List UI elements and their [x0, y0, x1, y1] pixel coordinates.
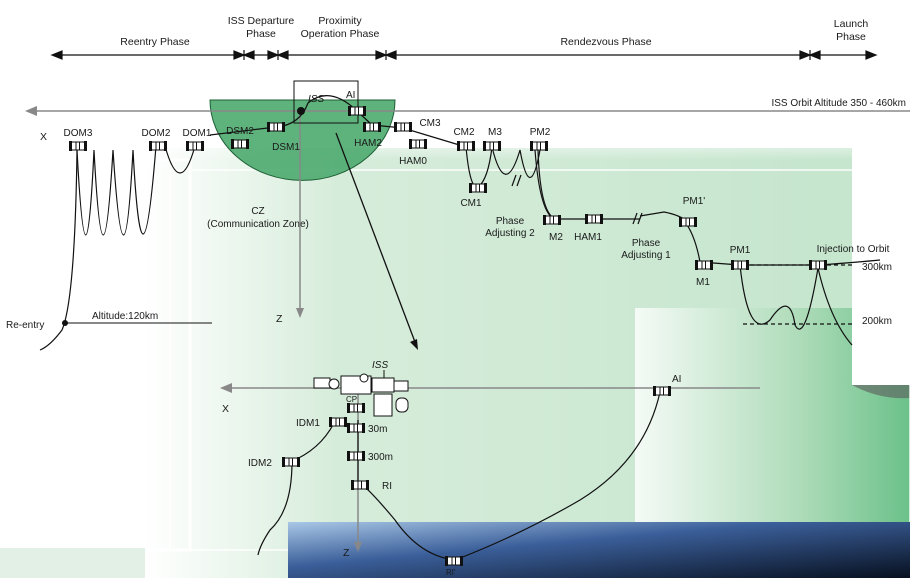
spacecraft-injection — [808, 259, 828, 271]
spacecraft-dsm2 — [230, 138, 250, 150]
label-ham1: HAM1 — [574, 232, 602, 243]
iss-region-box — [293, 80, 359, 124]
launch-phase-label-line2: Phase — [836, 31, 866, 43]
iss-label: ISS — [308, 94, 324, 105]
proximity-phase-label-line1: Proximity — [318, 15, 362, 27]
departure-phase-label-line2: Phase — [246, 28, 276, 40]
spacecraft-ham1 — [584, 213, 604, 225]
spacecraft-dom3 — [68, 140, 88, 152]
label-pm2: PM2 — [530, 127, 551, 138]
spacecraft-inset-ri — [350, 479, 370, 491]
iss-orbit: ISS Orbit Altitude 350 - 460km — [25, 98, 910, 116]
spacecraft-inset-idm2 — [281, 456, 301, 468]
spacecraft-ai — [347, 105, 367, 117]
label-dom3: DOM3 — [64, 128, 93, 139]
spacecraft-dom2 — [148, 140, 168, 152]
spacecraft-cm3 — [393, 121, 413, 133]
spacecraft-cm1 — [468, 182, 488, 194]
altitude-120km-label: Altitude:120km — [92, 311, 158, 322]
phase-adjusting-2-line2: Adjusting 2 — [485, 228, 535, 239]
label-m2: M2 — [549, 232, 563, 243]
label-cm3: CM3 — [419, 118, 441, 129]
spacecraft-pm2 — [529, 140, 549, 152]
spacecraft-ham0 — [408, 138, 428, 150]
communication-zone — [209, 99, 396, 181]
label-cm1: CM1 — [460, 198, 482, 209]
label-ham2: HAM2 — [354, 138, 382, 149]
label-pm1-prime: PM1' — [683, 196, 706, 207]
label-dom1: DOM1 — [183, 128, 212, 139]
inset-iss-label: ISS — [372, 360, 388, 371]
inset-30m-label: 30m — [368, 424, 387, 435]
zoom-arrow — [335, 132, 416, 343]
spacecraft-inset-ai — [652, 385, 672, 397]
spacecraft-inset-ri-prime — [444, 555, 464, 567]
iss-structure — [313, 370, 409, 417]
break-marks — [511, 174, 643, 225]
z-axis — [296, 111, 304, 318]
injection-label: Injection to Orbit — [817, 244, 890, 255]
spacecraft-m3 — [482, 140, 502, 152]
label-m3: M3 — [488, 127, 502, 138]
inset-cp-label: CP — [346, 395, 357, 404]
label-dom2: DOM2 — [142, 128, 171, 139]
maneuver-labels: DOM3 DOM2 DOM1 DSM2 DSM1 HAM2 CM3 HAM0 C… — [64, 118, 890, 288]
z-axis-label: Z — [276, 313, 283, 325]
reentry-phase-label: Reentry Phase — [120, 36, 190, 48]
launch-phase-label-line1: Launch — [834, 18, 869, 30]
x-axis-label: X — [40, 131, 47, 143]
spacecraft-pm1-prime — [678, 216, 698, 228]
altitude-300km-label: 300km — [862, 262, 892, 273]
proximity-inset: X Z ISS AI CP IDM1 — [220, 360, 760, 577]
label-cm2: CM2 — [453, 127, 475, 138]
inset-z-axis-label: Z — [343, 547, 350, 559]
spacecraft-m1 — [694, 259, 714, 271]
spacecraft-dom1 — [185, 140, 205, 152]
phase-header: Reentry Phase ISS Departure Phase Proxim… — [50, 15, 878, 60]
label-pm1: PM1 — [730, 245, 751, 256]
reentry-point — [62, 320, 68, 326]
inset-ai-label: AI — [672, 374, 681, 385]
comm-zone-label-line1: CZ — [251, 206, 264, 217]
comm-zone-label-line2: (Communication Zone) — [207, 219, 309, 230]
spacecraft-pm1 — [730, 259, 750, 271]
phase-adjusting-2-line1: Phase — [496, 216, 525, 227]
spacecraft-ham2 — [362, 121, 382, 133]
phase-adjusting-1-line2: Adjusting 1 — [621, 250, 671, 261]
spacecraft-cm2 — [456, 140, 476, 152]
spacecraft-inset-cp — [346, 402, 366, 414]
spacecraft-m2 — [542, 214, 562, 226]
inset-ri-prime-label: RI' — [446, 568, 456, 577]
ai-label: AI — [346, 90, 355, 101]
inset-idm1-label: IDM1 — [296, 418, 320, 429]
phase-adjusting-1-line1: Phase — [632, 238, 661, 249]
spacecraft-inset-300m — [346, 450, 366, 462]
proximity-phase-label-line2: Operation Phase — [301, 28, 380, 40]
label-ham0: HAM0 — [399, 156, 427, 167]
spacecraft-inset-30m — [346, 422, 366, 434]
label-dsm1: DSM1 — [272, 142, 300, 153]
inset-idm2-label: IDM2 — [248, 458, 272, 469]
label-m1: M1 — [696, 277, 710, 288]
inset-ri-label: RI — [382, 481, 392, 492]
iss-orbit-label: ISS Orbit Altitude 350 - 460km — [771, 98, 906, 109]
label-dsm2: DSM2 — [226, 126, 254, 137]
altitude-200km-label: 200km — [862, 316, 892, 327]
departure-phase-label-line1: ISS Departure — [228, 15, 295, 27]
inset-x-axis-label: X — [222, 403, 229, 415]
spacecraft-inset-idm1 — [328, 416, 348, 428]
rendezvous-phase-label: Rendezvous Phase — [560, 36, 651, 48]
spacecraft-dsm1 — [266, 121, 286, 133]
inset-300m-label: 300m — [368, 452, 393, 463]
reentry-label: Re-entry — [6, 320, 44, 331]
